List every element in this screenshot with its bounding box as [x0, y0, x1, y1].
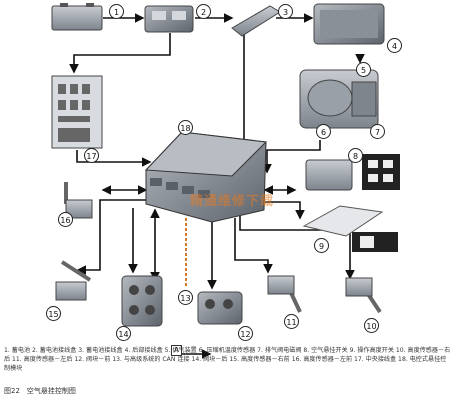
callout-14: 14 [116, 326, 131, 341]
legend-a-symbol: A [171, 345, 182, 356]
rear-junction-box [313, 3, 385, 45]
suspension-control-module [144, 131, 268, 223]
height-sensor-rear-left [267, 275, 302, 313]
air-suspension-switch [305, 154, 400, 191]
figure-label: 图22 空气悬挂控制图 [4, 387, 76, 395]
callout-10: 10 [364, 318, 379, 333]
callout-7: 7 [370, 124, 385, 139]
ride-height-switch [302, 205, 398, 252]
battery-junction-box-2 [144, 5, 194, 33]
height-sensor-front-left [64, 182, 93, 219]
callout-11: 11 [284, 314, 299, 329]
callout-3: 3 [278, 4, 293, 19]
connection-lines [69, 13, 365, 359]
battery-component [51, 3, 103, 31]
central-junction-box [51, 75, 103, 149]
callout-1: 1 [109, 4, 124, 19]
valve-block-front [197, 291, 243, 325]
callout-6: 6 [316, 124, 331, 139]
callout-12: 12 [238, 326, 253, 341]
height-sensor-front-right [55, 260, 92, 301]
callout-16: 16 [58, 212, 73, 227]
callout-2: 2 [196, 4, 211, 19]
callout-15: 15 [46, 306, 61, 321]
callout-18: 18 [178, 120, 193, 135]
callout-13: 13 [178, 290, 193, 305]
battery-junction-box-3 [231, 5, 281, 37]
callout-8: 8 [348, 148, 363, 163]
height-sensor-rear-right [345, 277, 382, 314]
figure-caption: 1. 蓄电池 2. 蓄电池接线盒 3. 蓄电池接线盒 4. 后部接线盒 5. 供… [4, 347, 451, 372]
callout-4: 4 [387, 38, 402, 53]
air-supply-unit [299, 69, 379, 129]
callout-9: 9 [314, 238, 329, 253]
valve-block-rear [121, 275, 163, 327]
callout-5: 5 [356, 62, 371, 77]
callout-17: 17 [84, 148, 99, 163]
watermark: 精通维修下载 [190, 194, 275, 209]
